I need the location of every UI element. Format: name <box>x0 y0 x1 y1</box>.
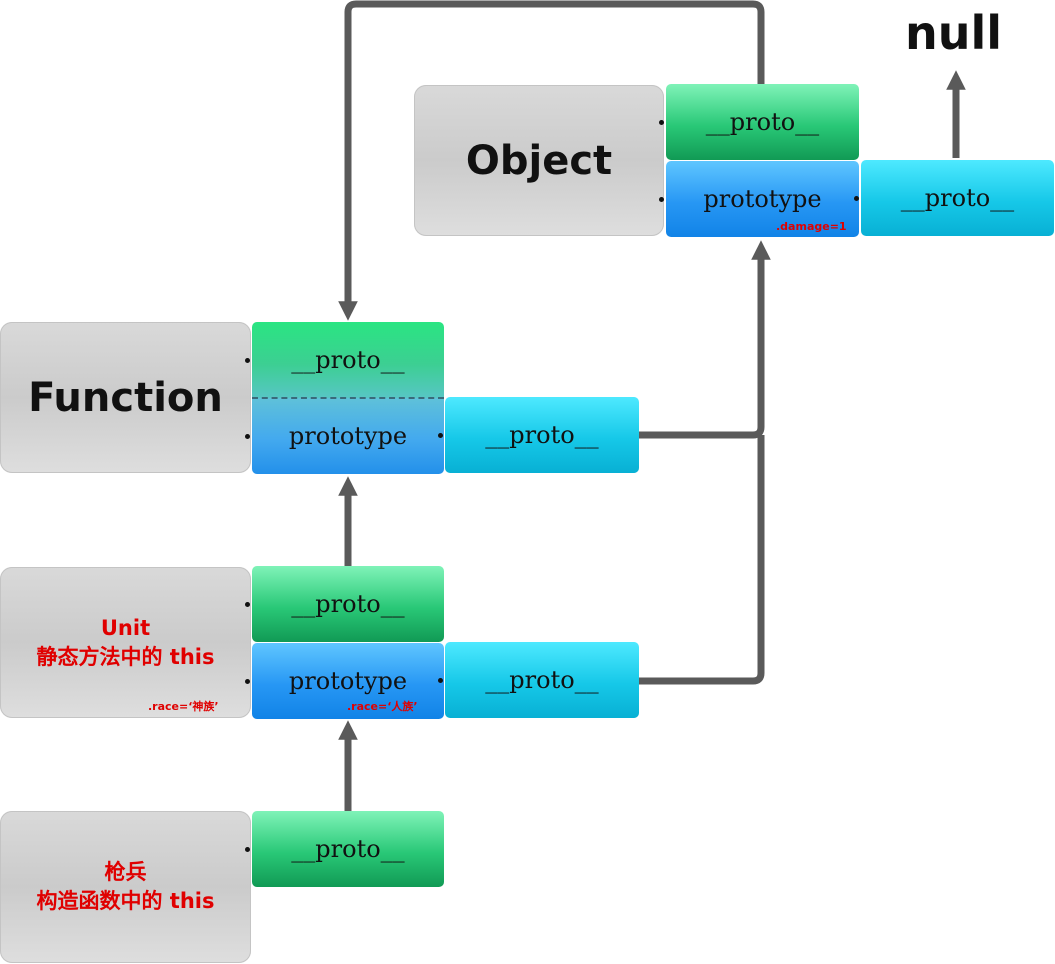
unit-proto-label: __proto__ <box>291 590 405 618</box>
bullet-dot <box>245 847 250 852</box>
object-title: Object <box>465 137 613 184</box>
object-prototype-cell: prototype <box>659 161 859 237</box>
unit-title-line2: 静态方法中的 this <box>36 644 215 669</box>
spearman-title-line1: 枪兵 <box>104 860 147 884</box>
bullet-dot <box>854 196 859 201</box>
unit-prototype-cell: prototype <box>245 643 444 719</box>
function-title: Function <box>28 374 223 421</box>
spearman-proto-cell: __proto__ <box>245 811 444 887</box>
object-prototype-proto-label: __proto__ <box>900 184 1015 212</box>
function-proto-label: __proto__ <box>291 346 405 374</box>
object-proto-cell: __proto__ <box>659 84 859 160</box>
bullet-dot <box>245 434 250 439</box>
bullet-dot <box>245 358 250 363</box>
spearman-proto-label: __proto__ <box>291 835 405 863</box>
function-proto-prototype-divider <box>252 397 444 399</box>
function-box: Function <box>0 322 251 473</box>
function-prototype-proto-label: __proto__ <box>485 421 599 449</box>
unit-title-line1: Unit <box>100 615 151 640</box>
unit-prototype-note: .race=‘人族’ <box>347 700 418 713</box>
bullet-dot <box>659 197 664 202</box>
object-prototype-proto-cell: __proto__ <box>854 160 1054 236</box>
object-proto-label: __proto__ <box>705 108 820 136</box>
function-prototype-to-object-prototype-connector <box>639 240 771 439</box>
null-label: null <box>905 6 1003 60</box>
unit-prototype-proto-label: __proto__ <box>485 666 599 694</box>
function-prototype-label: prototype <box>288 422 408 450</box>
bullet-dot <box>438 433 443 438</box>
unit-prototype-label: prototype <box>288 667 408 695</box>
bullet-dot <box>438 678 443 683</box>
function-proto-cell: __proto__ <box>245 322 444 398</box>
bullet-dot <box>245 679 250 684</box>
unit-static-note: .race=‘神族’ <box>148 700 219 713</box>
object-proto-to-function-prototype-connector <box>338 0 765 321</box>
spearman-title-line2: 构造函数中的 this <box>36 889 215 913</box>
object-box: Object <box>414 85 664 236</box>
unit-box: Unit 静态方法中的 this <box>0 567 251 718</box>
unit-prototype-to-object-prototype-connector <box>639 435 765 685</box>
bullet-dot <box>245 602 250 607</box>
object-prototype-label: prototype <box>703 185 822 213</box>
object-prototype-note: .damage=1 <box>776 220 847 233</box>
spearman-box: 枪兵 构造函数中的 this <box>0 811 251 963</box>
unit-prototype-proto-cell: __proto__ <box>438 642 639 718</box>
function-prototype-proto-cell: __proto__ <box>438 397 639 473</box>
function-prototype-cell: prototype <box>245 398 444 474</box>
unit-proto-cell: __proto__ <box>245 566 444 642</box>
bullet-dot <box>659 120 664 125</box>
